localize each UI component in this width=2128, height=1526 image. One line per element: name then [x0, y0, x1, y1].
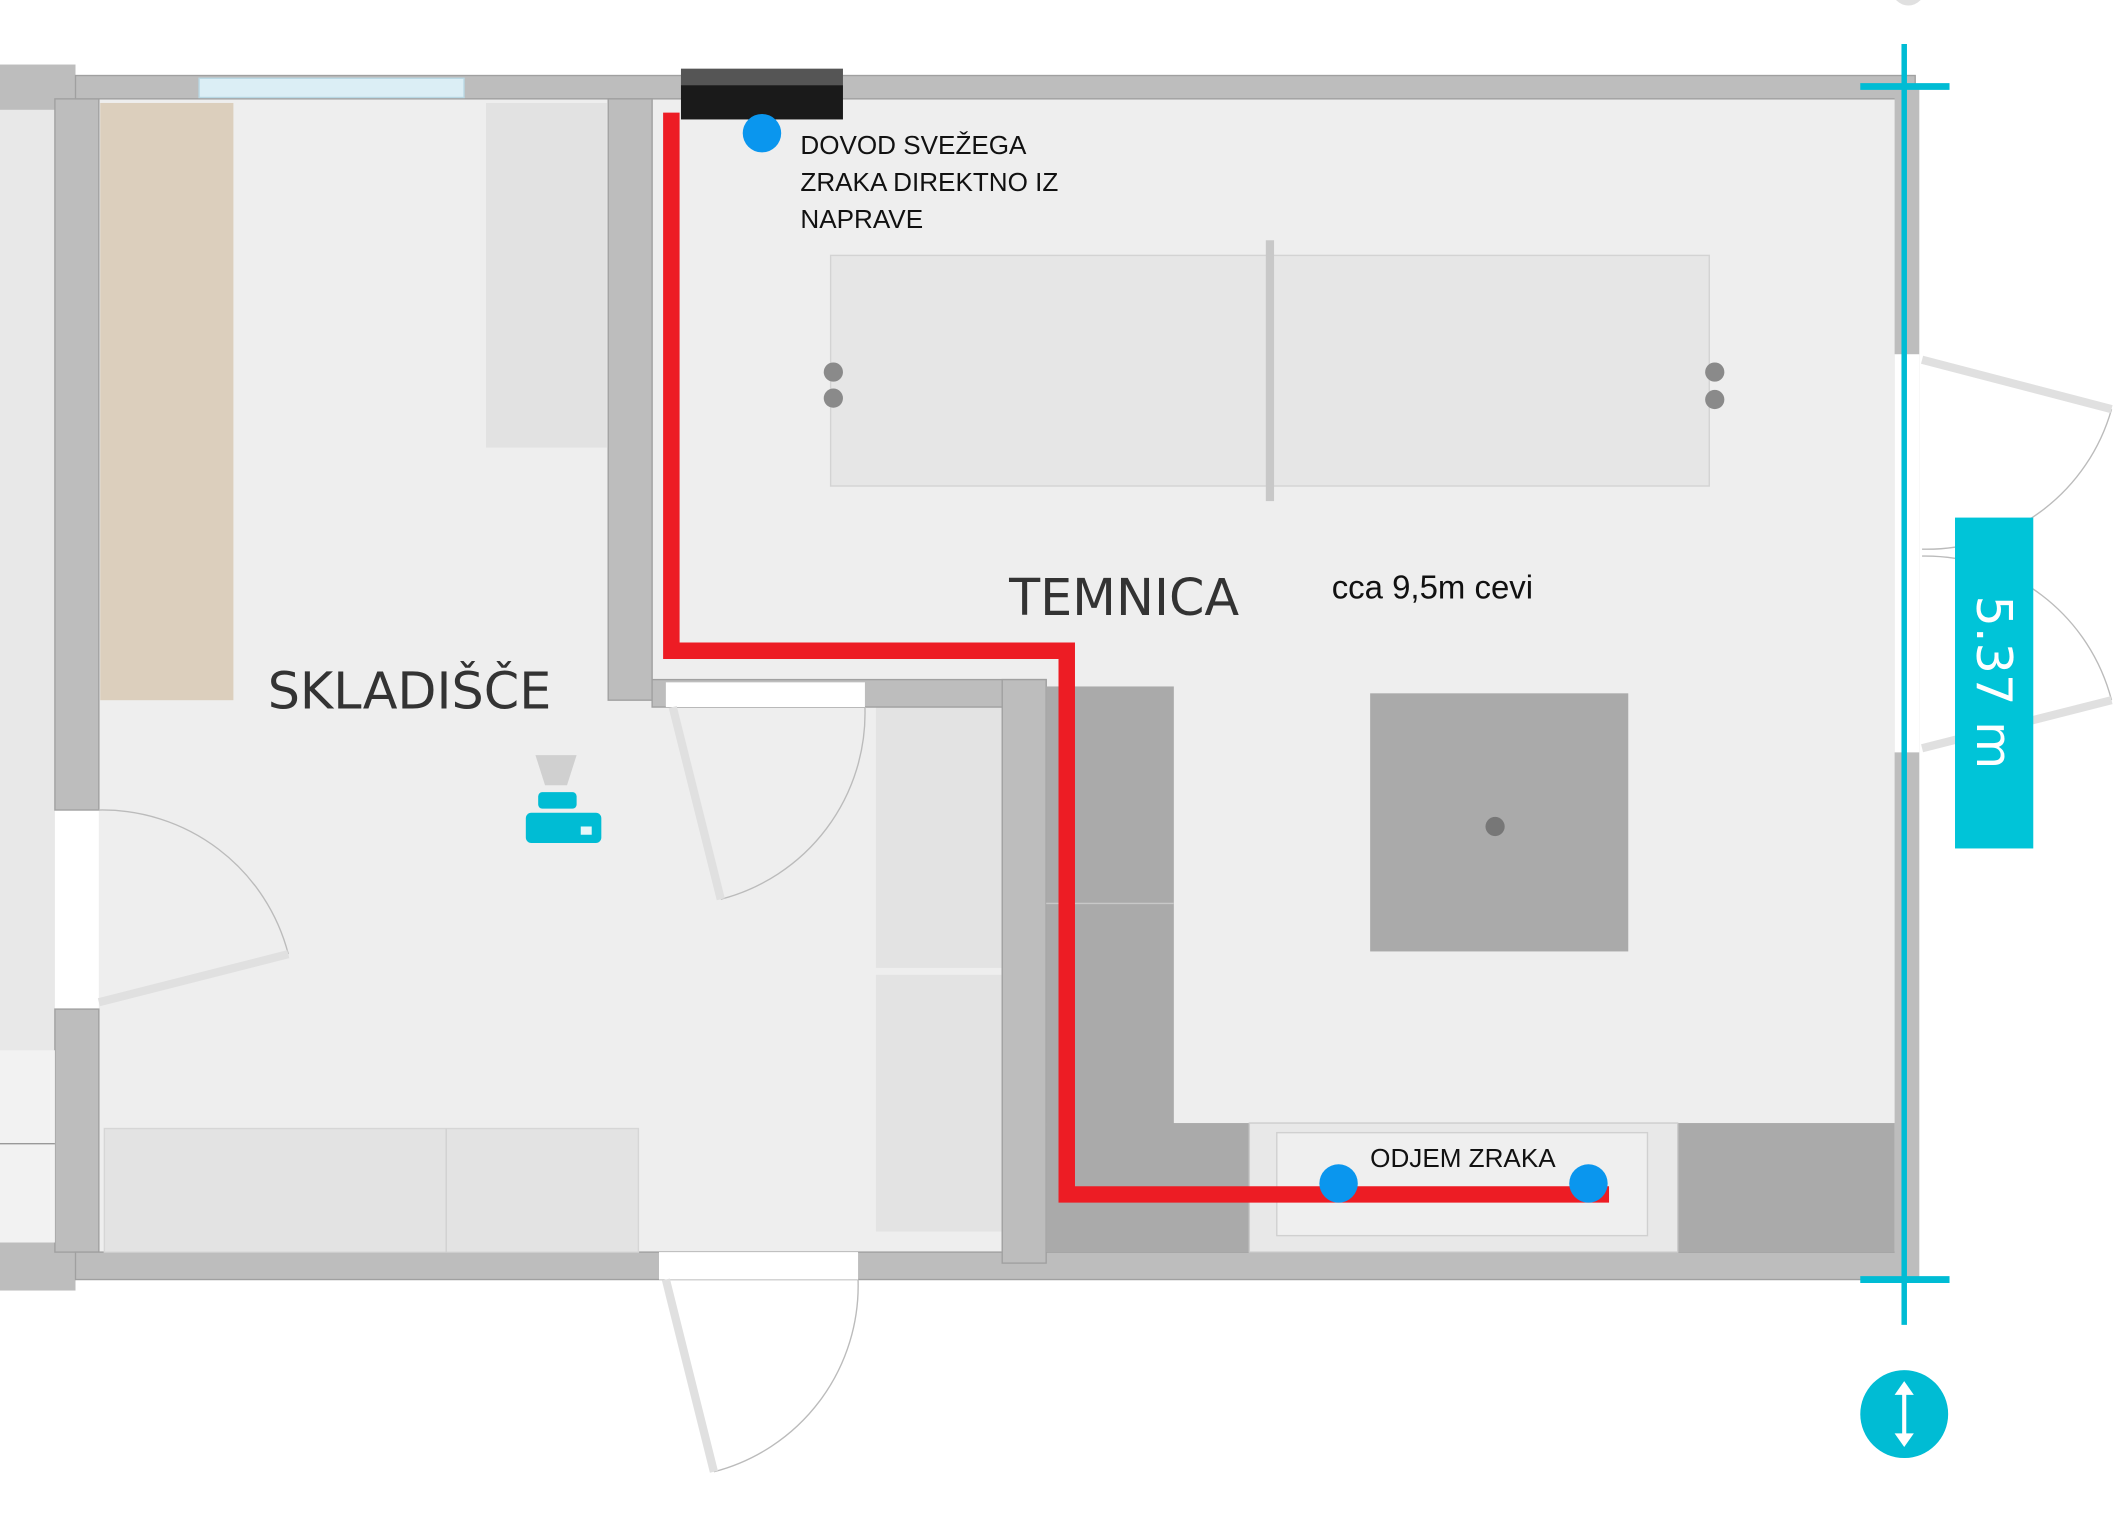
- cabinet: [875, 974, 1003, 1232]
- room-label-darkroom: TEMNICA: [1008, 568, 1239, 627]
- resize-vertical-icon[interactable]: [1860, 1370, 1949, 1459]
- wall-interior: [607, 98, 653, 701]
- exhaust-point: [1319, 1164, 1358, 1203]
- exhaust-point: [1569, 1164, 1608, 1203]
- window: [198, 77, 465, 99]
- pipe-length-label: cca 9,5m cevi: [1332, 569, 1533, 606]
- wall-left: [54, 1008, 100, 1253]
- exhaust-label: ODJEM ZRAKA: [1370, 1143, 1556, 1173]
- door: [97, 355, 2113, 1473]
- doorway: [658, 1252, 859, 1280]
- stairs: [0, 1050, 55, 1243]
- dimension-line[interactable]: [1860, 43, 1950, 1325]
- intake-point: [742, 113, 782, 153]
- dimension-label: 5.37 m: [1965, 595, 2023, 769]
- intake-label: ZRAKA DIREKTNO IZ: [800, 167, 1058, 197]
- cabinet: [875, 707, 1003, 968]
- ventilation-unit: [680, 85, 843, 120]
- wall-interior: [1001, 678, 1047, 1264]
- air-pipe: [663, 112, 1610, 1203]
- wooden-shelf: [100, 102, 234, 701]
- intake-label: DOVOD SVEŽEGA: [800, 130, 1027, 160]
- doorway: [665, 682, 865, 708]
- wall-bottom: [74, 1251, 1916, 1281]
- dimension-label-box[interactable]: [1955, 517, 2034, 849]
- room-label-storage: SKLADIŠČE: [268, 659, 552, 720]
- cabinet: [486, 102, 607, 448]
- counter: [103, 1127, 640, 1253]
- printer-icon[interactable]: [525, 755, 602, 843]
- handle[interactable]: [1892, 0, 1925, 6]
- table-divider: [1265, 240, 1275, 502]
- intake-label: NAPRAVE: [800, 204, 923, 234]
- ventilation-unit: [680, 68, 843, 86]
- wall-left: [54, 98, 100, 811]
